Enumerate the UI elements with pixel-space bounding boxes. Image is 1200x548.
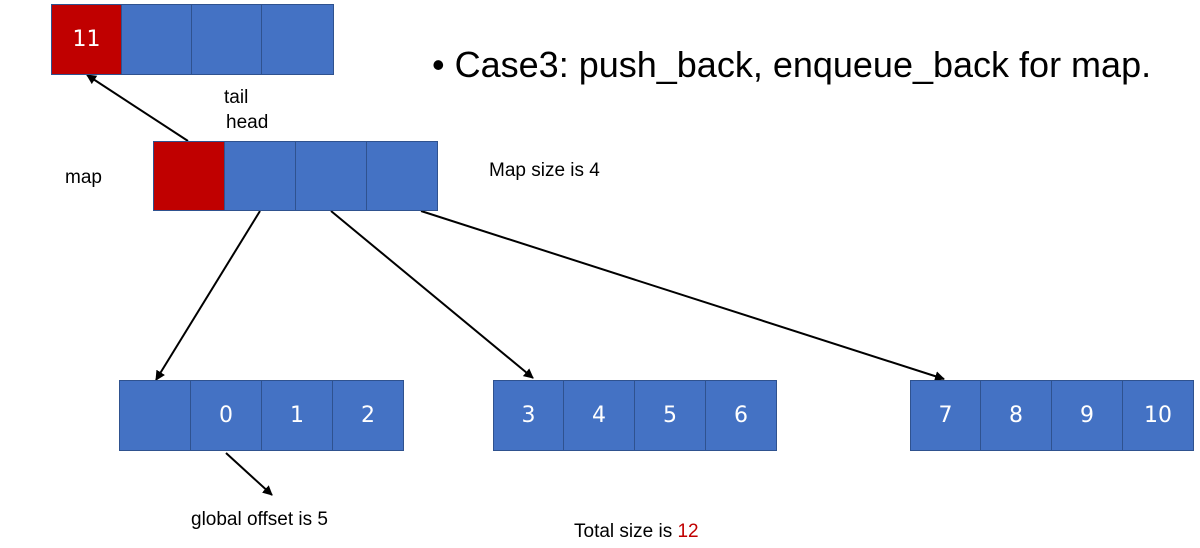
block3-cell-3: 10 [1122,380,1194,451]
arrow-map-to-block2 [330,210,534,379]
top-block-cell-1 [121,4,192,75]
map-cell-3 [366,141,438,211]
block3-cell-1: 8 [980,380,1052,451]
block1-cell-2: 1 [261,380,333,451]
block1-cell-0 [119,380,191,451]
block2-cell-3: 6 [705,380,777,451]
global-offset-label: global offset is 5 [191,509,328,530]
map-cell-2 [295,141,367,211]
arrow-map-to-block1 [155,210,261,381]
title-text: Case3: push_back, enqueue_back for map. [454,44,1152,85]
block2-cell-2: 5 [634,380,706,451]
arrow-map-to-block3 [420,210,945,382]
map-cell-0 [153,141,225,211]
arrow-map-to-top-block [86,74,189,142]
map-size-label: Map size is 4 [489,160,600,181]
block3-cell-2: 9 [1051,380,1123,451]
arrow-global-offset [225,452,273,496]
top-block-cell-0: 11 [51,4,122,75]
block1-cell-1: 0 [190,380,262,451]
map-cell-1 [224,141,296,211]
top-block-cell-2 [191,4,262,75]
total-size-label: Total size is 12 [574,521,699,543]
tail-label: tail [224,87,249,108]
head-label: head [226,112,269,133]
total-size-prefix: Total size is [574,521,678,542]
title-bullet: • [432,44,445,85]
block2-cell-0: 3 [493,380,564,451]
total-size-value: 12 [677,521,699,542]
block2-cell-1: 4 [563,380,635,451]
map-label: map [65,167,102,188]
top-block-cell-3 [261,4,334,75]
block1-cell-3: 2 [332,380,404,451]
block3-cell-0: 7 [910,380,981,451]
case-title: • Case3: push_back, enqueue_back for map… [432,44,1151,86]
